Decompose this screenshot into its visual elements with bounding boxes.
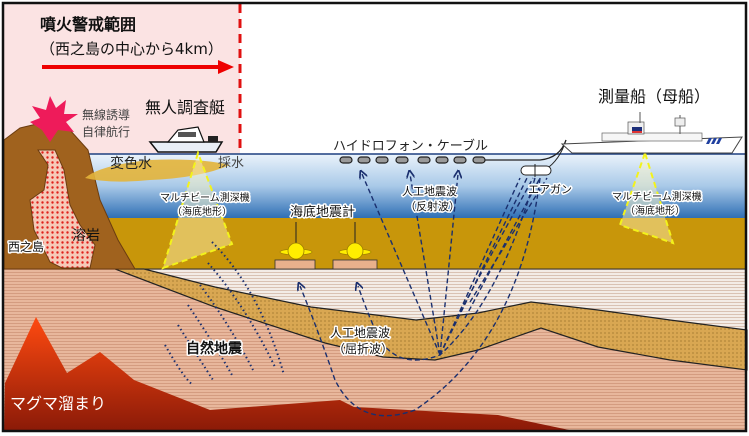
warning-zone-title: 噴火警戒範囲 xyxy=(40,15,136,34)
ocean-bottom-seismometer xyxy=(332,222,378,270)
obs-label: 海底地震計 xyxy=(290,204,355,220)
usv-title: 無人調査艇 xyxy=(145,98,225,117)
reflection-ray xyxy=(410,174,441,356)
multibeam-beam-left xyxy=(161,149,234,270)
reflection-wave-sublabel: （反射波） xyxy=(405,199,460,213)
lava-label: 溶岩 xyxy=(72,228,100,244)
magma-chamber xyxy=(4,317,574,431)
lava-flow xyxy=(29,149,96,269)
reflection-wave-label: 人工地震波 xyxy=(402,185,457,198)
island-label: 西之島 xyxy=(8,239,44,254)
natural-earthquake-waves xyxy=(164,241,285,386)
warning-zone-subtitle: （西之島の中心から4km） xyxy=(40,40,223,58)
usv-mode-line1: 無線誘導 xyxy=(82,107,130,122)
unmanned-survey-boat xyxy=(148,126,224,153)
natural-earthquake-label: 自然地震 xyxy=(186,340,243,357)
ocean-bottom-seismometer xyxy=(274,222,316,270)
refraction-ray xyxy=(358,177,536,361)
refraction-wave-sublabel: （屈折波） xyxy=(333,341,393,356)
discolored-water-label: 変色水 xyxy=(110,155,152,172)
reflection-ray xyxy=(362,174,441,356)
warning-range-arrow xyxy=(42,60,234,74)
water-sampling-label: 採水 xyxy=(218,156,244,171)
refraction-ray xyxy=(300,177,541,417)
reflection-ray xyxy=(439,174,458,356)
airgun-label: エアガン xyxy=(528,183,572,196)
mother-ship-label: 測量船（母船） xyxy=(598,87,710,106)
survey-ship xyxy=(560,112,743,154)
multibeam-left-label: マルチビーム測深機 xyxy=(160,191,250,204)
multibeam-beam-right xyxy=(618,149,675,245)
seismic-rays xyxy=(300,174,548,417)
multibeam-left-sublabel: （海底地形） xyxy=(172,205,232,218)
eruption-icon xyxy=(30,96,78,142)
refraction-wave-label: 人工地震波 xyxy=(330,326,390,340)
multibeam-right-label: マルチビーム測深機 xyxy=(612,190,702,203)
magma-chamber-label: マグマ溜まり xyxy=(10,394,106,413)
airgun xyxy=(520,164,552,177)
usv-mode-line2: 自律航行 xyxy=(82,124,130,139)
hydrophone-cable-label: ハイドロフォン・ケーブル xyxy=(333,138,488,154)
multibeam-right-sublabel: （海底地形） xyxy=(625,204,685,217)
lower-crust xyxy=(4,269,747,431)
